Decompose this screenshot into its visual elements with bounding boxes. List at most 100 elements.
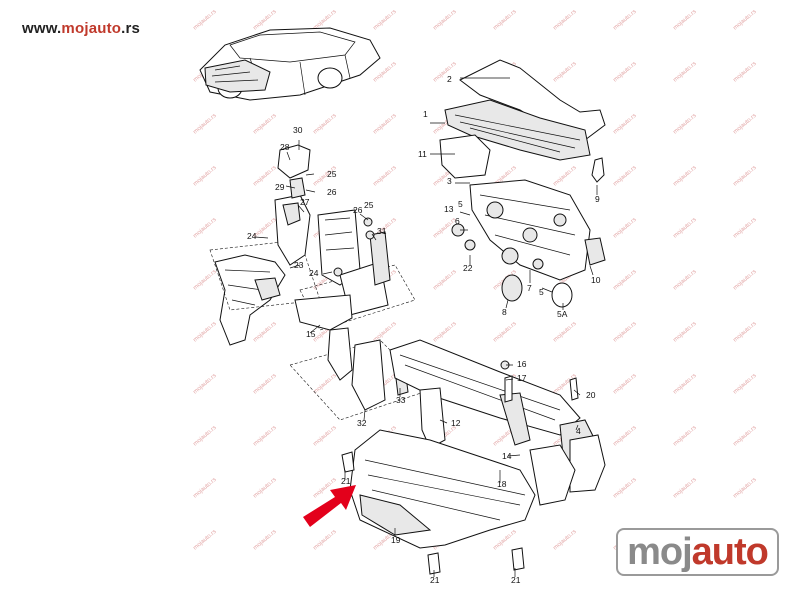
callout-14: 14 — [502, 451, 512, 461]
watermark-text: mojauto.rs — [192, 373, 217, 396]
callout-1: 1 — [423, 109, 428, 119]
callout-5a: 5 — [458, 199, 463, 209]
callout-13: 13 — [444, 204, 454, 214]
watermark-text: mojauto.rs — [552, 61, 577, 84]
callout-15: 15 — [306, 329, 316, 339]
callout-26b: 26 — [353, 205, 363, 215]
callout-17: 17 — [517, 373, 527, 383]
callout-20: 20 — [586, 390, 596, 400]
red-arrow-indicator — [303, 485, 356, 527]
watermark-text: mojauto.rs — [732, 165, 757, 188]
watermark-text: mojauto.rs — [252, 477, 277, 500]
watermark-text: mojauto.rs — [612, 61, 637, 84]
watermark-text: mojauto.rs — [432, 9, 457, 32]
watermark-text: mojauto.rs — [672, 165, 697, 188]
watermark-text: mojauto.rs — [432, 269, 457, 292]
watermark-text: mojauto.rs — [612, 321, 637, 344]
callout-23: 23 — [294, 260, 304, 270]
callout-18: 18 — [497, 479, 507, 489]
watermark-text: mojauto.rs — [192, 321, 217, 344]
watermark-text: mojauto.rs — [252, 321, 277, 344]
watermark-text: mojauto.rs — [672, 113, 697, 136]
watermark-text: mojauto.rs — [672, 477, 697, 500]
watermark-text: mojauto.rs — [192, 9, 217, 32]
callout-12: 12 — [451, 418, 461, 428]
watermark-text: mojauto.rs — [432, 321, 457, 344]
callout-11: 11 — [418, 149, 427, 159]
watermark-text: mojauto.rs — [192, 113, 217, 136]
watermark-text: mojauto.rs — [612, 425, 637, 448]
watermark-text: mojauto.rs — [312, 529, 337, 552]
watermark-text: mojauto.rs — [192, 477, 217, 500]
watermark-text: mojauto.rs — [612, 113, 637, 136]
side-support-brackets — [289, 294, 431, 421]
watermark-text: mojauto.rs — [732, 321, 757, 344]
watermark-text: mojauto.rs — [672, 425, 697, 448]
front-crossmember — [341, 429, 576, 575]
fender-bracket-left — [214, 254, 286, 346]
leader-lines — [254, 140, 594, 577]
callout-10: 10 — [591, 275, 601, 285]
callout-28: 28 — [280, 142, 290, 152]
watermark-text: mojauto.rs — [252, 113, 277, 136]
callout-21a: 21 — [341, 476, 351, 486]
watermark-text: mojauto.rs — [732, 425, 757, 448]
watermark-text: mojauto.rs — [732, 9, 757, 32]
callout-3: 3 — [447, 176, 452, 186]
callout-22: 22 — [463, 263, 473, 273]
watermark-text: mojauto.rs — [372, 113, 397, 136]
callout-5b: 5 — [539, 287, 544, 297]
watermark-text: mojauto.rs — [552, 165, 577, 188]
watermark-text: mojauto.rs — [252, 373, 277, 396]
watermark-text: mojauto.rs — [192, 217, 217, 240]
watermark-text: mojauto.rs — [252, 9, 277, 32]
watermark-text: mojauto.rs — [372, 9, 397, 32]
watermark-text: mojauto.rs — [252, 529, 277, 552]
watermark-text: mojauto.rs — [612, 217, 637, 240]
watermark-text: mojauto.rs — [612, 373, 637, 396]
callout-7: 7 — [527, 283, 532, 293]
callout-8: 8 — [502, 307, 507, 317]
callout-4: 4 — [576, 426, 581, 436]
watermark-text: mojauto.rs — [192, 165, 217, 188]
watermark-text: mojauto.rs — [252, 425, 277, 448]
callout-2: 2 — [447, 74, 452, 84]
watermark-text: mojauto.rs — [312, 113, 337, 136]
site-url: www.mojauto.rs — [22, 20, 140, 37]
watermark-text: mojauto.rs — [492, 9, 517, 32]
callout-6: 6 — [455, 216, 460, 226]
callout-24a: 24 — [247, 231, 257, 241]
watermark-text: mojauto.rs — [192, 529, 217, 552]
url-suffix: .rs — [121, 20, 141, 37]
watermark-text: mojauto.rs — [312, 477, 337, 500]
watermark-text: mojauto.rs — [672, 9, 697, 32]
callout-30: 30 — [293, 125, 303, 135]
logo-part1: moj — [627, 530, 693, 573]
watermark-text: mojauto.rs — [552, 321, 577, 344]
watermark-text: mojauto.rs — [372, 61, 397, 84]
lock-carrier — [389, 339, 606, 493]
watermark-text: mojauto.rs — [672, 373, 697, 396]
callout-21b: 21 — [430, 575, 440, 585]
watermark-text: mojauto.rs — [372, 165, 397, 188]
callout-labels: 2 1 11 3 9 13 5 6 22 7 5 8 5A 10 30 28 2… — [247, 74, 601, 585]
callout-31: 31 — [377, 226, 387, 236]
callout-9: 9 — [595, 194, 600, 204]
callout-16: 16 — [517, 359, 527, 369]
callout-25a: 25 — [327, 169, 337, 179]
watermark-text: mojauto.rs — [672, 61, 697, 84]
callout-25b: 25 — [364, 200, 374, 210]
url-prefix: www. — [22, 20, 62, 37]
watermark-text: mojauto.rs — [612, 9, 637, 32]
callout-27: 27 — [300, 197, 310, 207]
logo-part2: auto — [691, 530, 769, 573]
watermark-text: mojauto.rs — [732, 373, 757, 396]
callout-32: 32 — [357, 418, 367, 428]
callout-5A: 5A — [557, 309, 568, 319]
watermark-text: mojauto.rs — [312, 373, 337, 396]
watermark-text: mojauto.rs — [732, 269, 757, 292]
watermark-text: mojauto.rs — [372, 321, 397, 344]
callout-21c: 21 — [511, 575, 521, 585]
